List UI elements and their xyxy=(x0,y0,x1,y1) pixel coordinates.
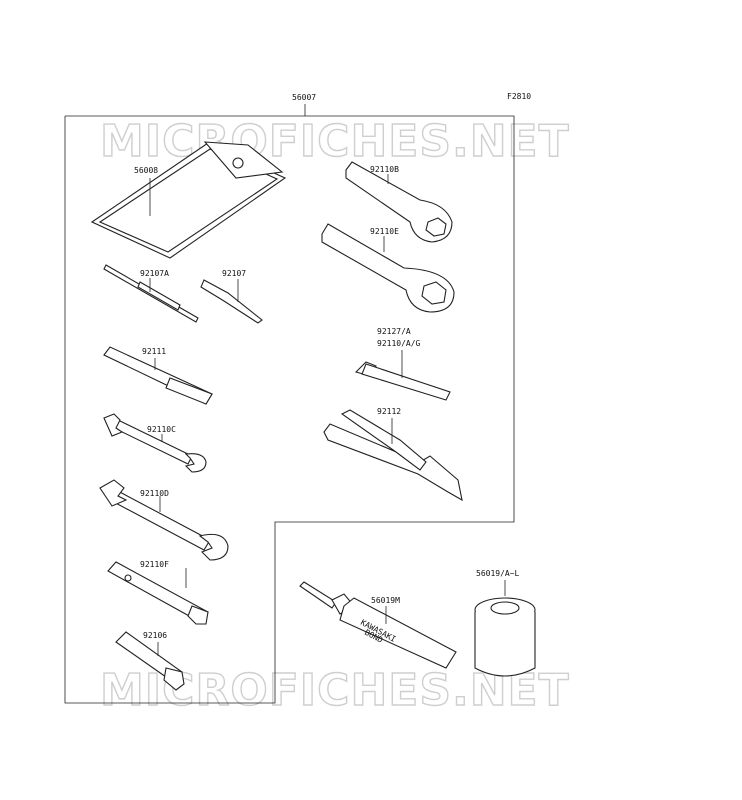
label-box-socket: 92110F xyxy=(140,560,169,569)
kit-outline xyxy=(64,104,515,704)
label-tool-bag: 56008 xyxy=(134,166,158,175)
kit-number-label: 56007 xyxy=(292,93,316,102)
label-pliers: 92112 xyxy=(377,407,401,416)
label-open-wrench-small: 92110C xyxy=(147,425,176,434)
extension-handle xyxy=(103,346,213,405)
screwdriver-bit xyxy=(200,279,263,324)
pliers xyxy=(323,409,463,502)
label-open-wrench-large: 92110D xyxy=(140,489,169,498)
hex-key xyxy=(354,350,451,401)
label-hex-key-1: 92127/A xyxy=(377,327,411,336)
ring-wrench-upper xyxy=(345,161,453,243)
screwdriver-double xyxy=(103,264,199,323)
ring-wrench-lower xyxy=(321,223,455,313)
open-wrench-large xyxy=(99,479,229,561)
label-ring-wrench-upper: 92110B xyxy=(370,165,399,174)
tool-bag xyxy=(90,141,287,259)
open-wrench-small xyxy=(103,413,207,473)
label-screwdriver-double: 92107A xyxy=(140,269,169,278)
label-bond-tube: 56019M xyxy=(371,596,400,605)
figure-code: F2810 xyxy=(507,92,531,101)
box-socket xyxy=(107,561,209,625)
label-ring-wrench-lower: 92110E xyxy=(370,227,399,236)
label-bond-can: 56019/A~L xyxy=(476,569,520,578)
plug-wrench xyxy=(115,631,185,691)
bond-tube: KAWASAKI BOND xyxy=(299,581,457,669)
label-extension-handle: 92111 xyxy=(142,347,166,356)
bond-can xyxy=(474,580,536,677)
label-plug-wrench: 92106 xyxy=(143,631,167,640)
label-hex-key-2: 92110/A/G xyxy=(377,339,421,348)
watermark-top: MICROFICHES.NET xyxy=(100,116,570,167)
label-screwdriver-bit: 92107 xyxy=(222,269,246,278)
